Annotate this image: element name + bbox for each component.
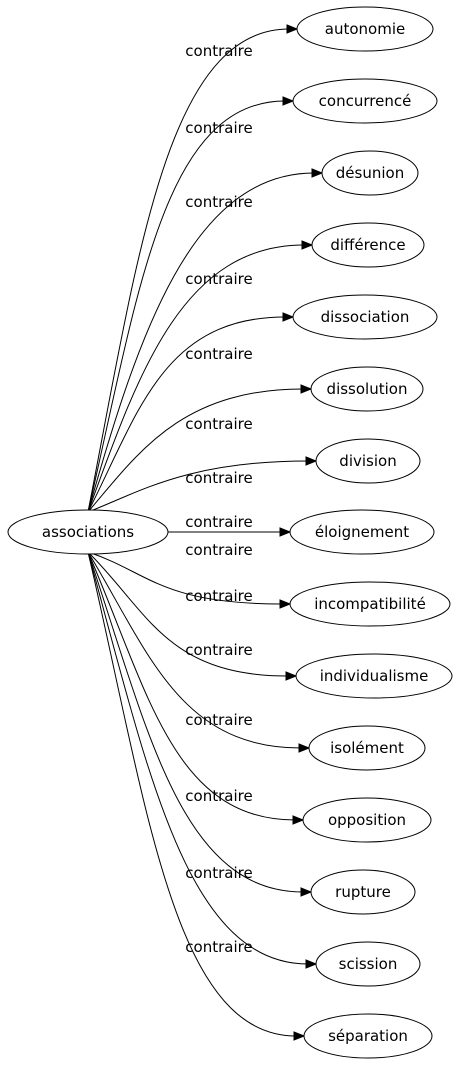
target-node[interactable]: concurrencé [292,78,438,124]
target-node[interactable]: division [315,438,421,484]
edge-9 [87,551,283,605]
target-node[interactable]: individualisme [295,653,453,699]
target-node-ellipse [302,797,432,843]
edge-label: contraire [185,938,252,956]
edge-arrowhead [292,815,305,825]
target-node-ellipse [303,1013,433,1059]
target-node-label: éloignement [315,523,409,541]
edge-arrowhead [305,456,318,466]
edge-10 [87,551,289,677]
target-node-ellipse [289,509,435,555]
edge-arrowhead [279,527,292,537]
target-node[interactable]: incompatibilité [289,581,451,627]
source-node-ellipse [7,509,169,555]
edge-5 [87,316,286,513]
target-node[interactable]: scission [315,941,421,987]
target-node-ellipse [310,869,416,915]
edge-label: contraire [185,270,252,288]
edge-arrowhead [301,240,314,250]
target-node[interactable]: isolément [308,725,426,771]
target-node-ellipse [296,6,434,52]
target-node-ellipse [292,78,438,124]
target-node-label: concurrencé [319,92,412,110]
target-node-ellipse [310,366,424,412]
edge-13 [87,551,304,893]
edge-label: contraire [185,864,252,882]
target-node[interactable]: dissolution [310,366,424,412]
target-node-ellipse [289,581,451,627]
edge-6 [87,388,304,513]
target-node[interactable]: différence [311,222,425,268]
target-node-label: individualisme [320,667,429,685]
target-node[interactable]: éloignement [289,509,435,555]
edge-7 [87,460,309,513]
target-node-label: dissolution [327,380,408,398]
target-node-ellipse [311,222,425,268]
target-node-label: dissociation [321,308,410,326]
edge-arrowhead [282,312,295,322]
edge-arrowhead [300,384,313,394]
edge-arrowhead [305,959,318,969]
edge-label: contraire [185,42,252,60]
target-node-ellipse [321,150,419,196]
edge-label: contraire [185,469,252,487]
edge-arrowhead [300,887,313,897]
edge-arrowhead [286,24,299,34]
target-node-label: rupture [335,883,391,901]
target-node-label: incompatibilité [314,595,426,613]
edge-label: contraire [185,513,252,531]
target-node-label: division [339,452,396,470]
edge-label: contraire [185,711,252,729]
source-node-label: associations [42,523,134,541]
edge-label: contraire [185,641,252,659]
edge-15 [87,551,297,1037]
target-node-label: isolément [330,739,404,757]
edge-label: contraire [185,345,252,363]
edges-layer: contraire contraire contraire contraire cont… [87,24,324,1041]
edge-arrowhead [293,1031,306,1041]
target-node[interactable]: désunion [321,150,419,196]
edge-14 [87,551,309,965]
edge-1 [87,28,290,513]
edge-label: contraire [185,119,252,137]
edge-arrowhead [282,96,295,106]
target-node[interactable]: opposition [302,797,432,843]
edge-11 [87,551,302,749]
edge-arrowhead [279,599,292,609]
edge-label: contraire [185,787,252,805]
edge-label: contraire [185,415,252,433]
source-node[interactable]: associations [7,509,169,555]
nodes-layer: associations autonomie concurrencé désunio… [7,6,453,1059]
edge-4 [87,244,305,513]
target-node-label: autonomie [325,20,405,38]
target-node[interactable]: séparation [303,1013,433,1059]
target-node-ellipse [315,438,421,484]
target-node-label: scission [339,955,398,973]
edge-3 [87,172,315,513]
edge-label: contraire [185,541,252,559]
edge-2 [87,100,286,513]
edge-arrowhead [298,743,311,753]
edge-arrowhead [311,168,324,178]
target-node-label: opposition [328,811,406,829]
target-node-ellipse [308,725,426,771]
target-node-ellipse [295,653,453,699]
target-node[interactable]: autonomie [296,6,434,52]
target-node-label: désunion [336,164,404,182]
target-node[interactable]: rupture [310,869,416,915]
edge-label: contraire [185,587,252,605]
edge-arrowhead [285,671,298,681]
target-node-label: différence [330,236,405,254]
edge-12 [87,551,296,821]
target-node-label: séparation [328,1027,408,1045]
target-node[interactable]: dissociation [292,294,438,340]
edge-label: contraire [185,193,252,211]
target-node-ellipse [292,294,438,340]
target-node-ellipse [315,941,421,987]
